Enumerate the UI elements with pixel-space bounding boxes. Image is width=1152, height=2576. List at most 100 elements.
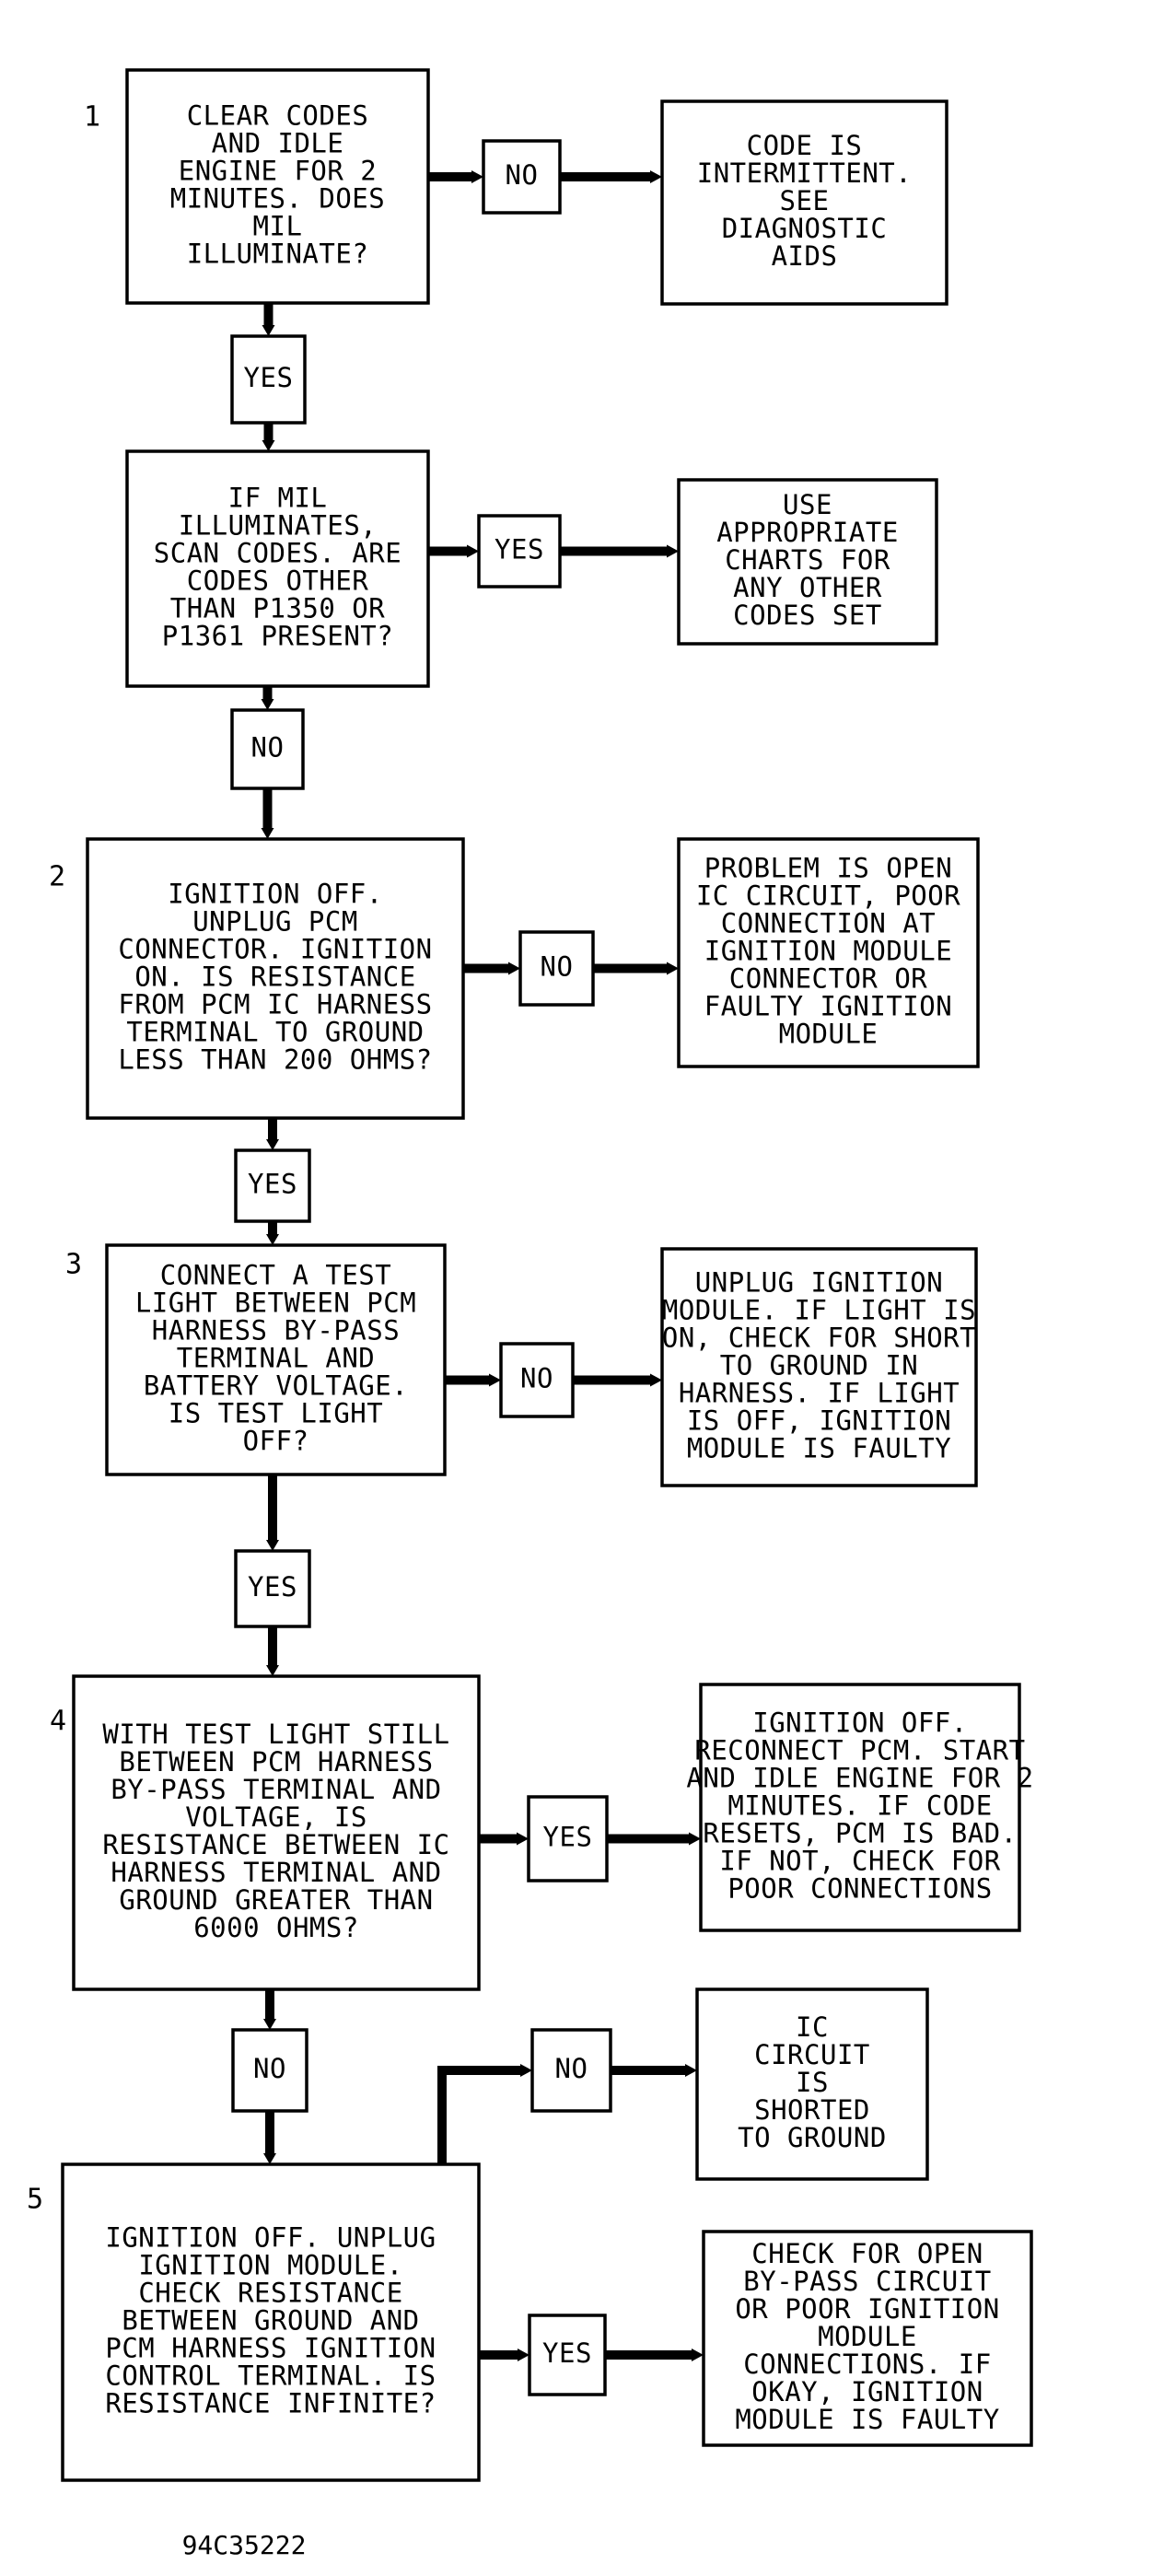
result-box [677,837,980,1068]
question-text-2-line: SCAN CODES. ARE [154,538,401,569]
result-text-line: SHORTED [754,2094,870,2126]
figure-reference: 94C35222 [182,2530,307,2560]
arrowhead [508,962,520,975]
question-text-3-line: FROM PCM IC HARNESS [118,989,432,1020]
result-text-line: OR POOR IGNITION [735,2293,999,2325]
arrowhead [266,1139,279,1150]
question-text-5-line: BETWEEN PCM HARNESS [119,1746,433,1778]
branch-label: NO [251,732,285,763]
arrowhead [650,170,662,183]
question-text-1-line: MIL [253,211,303,242]
branch-label: NO [541,951,574,983]
result-text-line: IF NOT, CHECK FOR [719,1846,1000,1877]
arrowhead [471,170,483,183]
connector-line [437,2066,521,2164]
result-text-line: MINUTES. IF CODE [727,1790,992,1822]
step-6-number: 5 [27,2184,43,2216]
result-box [660,99,948,306]
question-text-2-line: ILLUMINATES, [179,510,378,542]
question-text-6-line: RESISTANCE INFINITE? [105,2388,436,2419]
arrowhead [262,440,275,451]
arrowhead [266,1234,279,1245]
branch-label-box [518,930,595,1007]
question-text-6-line: CHECK RESISTANCE [138,2278,402,2309]
question-text-5-line: VOLTAGE, IS [185,1801,367,1833]
branch-label: NO [506,159,539,191]
step-3-number: 2 [49,861,65,893]
result-text-line: RESETS, PCM IS BAD. [703,1818,1017,1849]
question-box-1 [125,68,430,305]
question-text-1-line: AND IDLE [212,128,344,159]
result-text-line: ON, CHECK FOR SHORT [662,1323,976,1354]
branch-label-box [530,2028,612,2113]
question-text-3-line: LESS THAN 200 OHMS? [118,1044,432,1076]
arrowhead [667,544,679,558]
arrowhead [489,1373,501,1387]
branch-label-box [482,139,562,215]
branch-label-box [230,708,305,790]
result-text-line: APPROPRIATE [716,517,899,548]
question-text-4-line: HARNESS BY-PASS [152,1315,400,1346]
result-text-line: CONNECTOR OR [729,963,928,995]
result-text-line: IS [796,2067,829,2098]
arrowhead [685,2064,697,2077]
arrowhead [261,699,274,710]
branch-label: YES [248,1571,297,1603]
question-text-3-line: ON. IS RESISTANCE [134,962,415,993]
result-text-line: UNPLUG IGNITION [695,1267,943,1299]
result-text-line: CHARTS FOR [725,544,890,576]
question-text-1-line: ILLUMINATE? [187,239,369,270]
result-text-line: TO GROUND IN [720,1350,919,1381]
branch-label-box [230,334,307,425]
question-text-4-line: BATTERY VOLTAGE. [144,1370,408,1402]
question-text-5-line: 6000 OHMS? [193,1912,359,1943]
branch-label: NO [555,2053,588,2084]
result-text-line: AIDS [772,240,838,272]
arrowhead [520,2064,532,2077]
arrowhead [689,1832,701,1846]
result-text-line: IGNITION MODULE [704,936,952,967]
question-text-4-line: IS TEST LIGHT [169,1398,383,1429]
result-text-line: FAULTY IGNITION [704,991,952,1022]
result-text-line: MODULE IS FAULTY [687,1433,951,1464]
result-box [660,1247,978,1487]
result-box [695,1987,929,2181]
arrowhead [517,1832,529,1846]
result-text-line: PROBLEM IS OPEN [704,853,952,884]
result-text-line: BY-PASS CIRCUIT [743,2266,991,2297]
result-box [702,2230,1033,2447]
branch-label-box [234,1148,311,1223]
result-text-line: CHECK FOR OPEN [751,2238,983,2269]
question-text-5-line: BY-PASS TERMINAL AND [111,1774,441,1805]
arrowhead [266,1540,279,1551]
result-text-line: DIAGNOSTIC [722,213,888,244]
arrowhead [692,2349,704,2361]
result-text-line: RECONNECT PCM. START [694,1735,1025,1766]
branch-label: YES [543,1822,593,1853]
question-text-4-line: CONNECT A TEST [160,1260,391,1291]
branch-label: YES [244,362,294,393]
question-text-6-line: CONTROL TERMINAL. IS [105,2360,436,2392]
question-text-1-line: MINUTES. DOES [170,183,385,215]
branch-label: NO [253,2053,286,2084]
question-text-5-line: GROUND GREATER THAN [119,1884,433,1916]
result-text-line: AND IDLE ENGINE FOR 2 [686,1763,1033,1794]
question-box-4 [105,1243,447,1476]
result-text-line: ANY OTHER [733,572,882,603]
question-text-6-line: BETWEEN GROUND AND [122,2305,419,2337]
question-text-3-line: UNPLUG PCM [192,906,358,938]
step-1-number: 1 [84,101,100,134]
step-5-number: 4 [50,1706,66,1738]
question-text-5-line: WITH TEST LIGHT STILL [102,1719,449,1750]
question-box-6 [61,2162,481,2482]
